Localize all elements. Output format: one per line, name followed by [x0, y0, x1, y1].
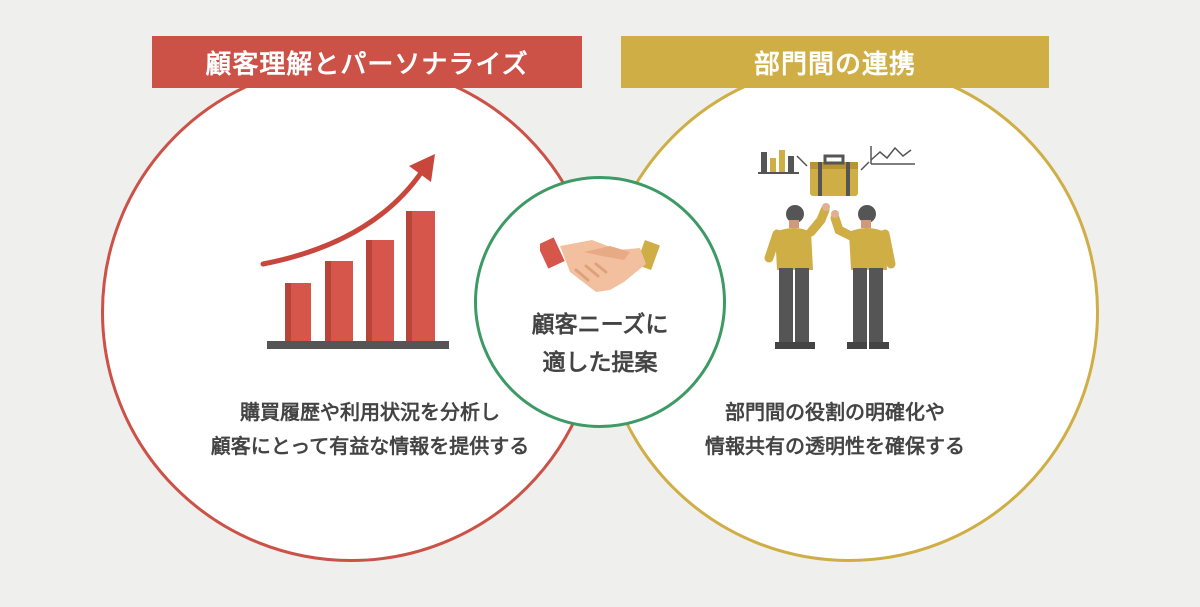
right-description: 部門間の役割の明確化や 情報共有の透明性を確保する	[625, 395, 1045, 463]
center-line-2: 適した提案	[542, 350, 658, 376]
left-title-banner: 顧客理解とパーソナライズ	[152, 36, 582, 88]
right-description-line-2: 情報共有の透明性を確保する	[705, 434, 965, 458]
left-description-line-2: 顧客にとって有益な情報を提供する	[210, 434, 530, 458]
center-label: 顧客ニーズに 適した提案	[500, 306, 700, 382]
left-title: 顧客理解とパーソナライズ	[205, 49, 529, 80]
team-discussion-icon	[758, 146, 915, 349]
center-circle	[474, 176, 726, 428]
right-description-line-1: 部門間の役割の明確化や	[725, 400, 945, 424]
handshake-icon	[540, 237, 660, 292]
right-title-banner: 部門間の連携	[621, 36, 1049, 88]
left-description: 購買履歴や利用状況を分析し 顧客にとって有益な情報を提供する	[160, 395, 580, 463]
right-title: 部門間の連携	[753, 49, 916, 80]
center-line-1: 顧客ニーズに	[531, 312, 669, 338]
left-description-line-1: 購買履歴や利用状況を分析し	[240, 400, 500, 424]
growth-bar-chart-icon	[260, 154, 449, 349]
